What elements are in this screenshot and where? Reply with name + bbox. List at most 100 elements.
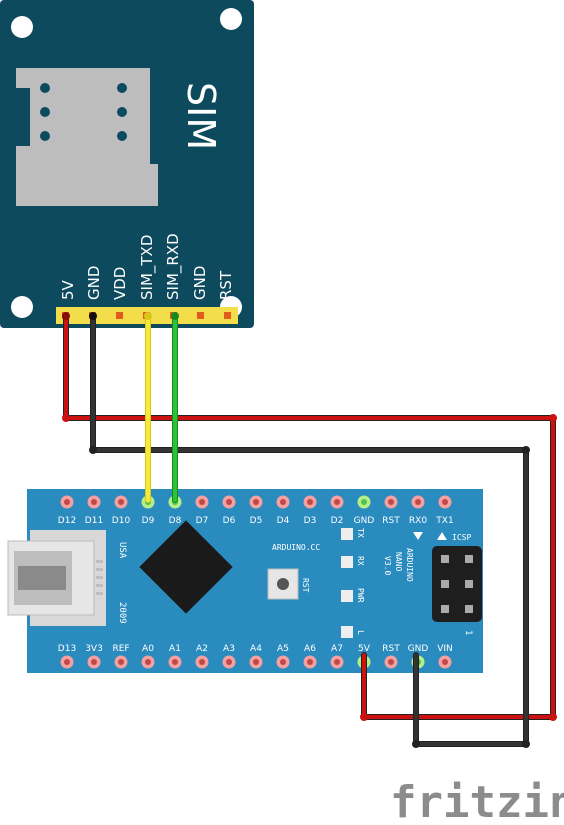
icsp-pin[interactable] bbox=[465, 555, 473, 563]
bottom-pin-label: D13 bbox=[58, 644, 76, 654]
top-pin-label: D9 bbox=[142, 516, 155, 526]
wire-end bbox=[89, 312, 97, 320]
top-pin-label: D5 bbox=[250, 516, 263, 526]
top-pin-label: RST bbox=[382, 516, 400, 526]
top-pin-hole bbox=[91, 499, 97, 505]
top-pin-label: D2 bbox=[331, 516, 344, 526]
sim-pin-label: SIM_TXD bbox=[138, 235, 157, 300]
led-pwr bbox=[341, 590, 353, 602]
top-pin-label: D11 bbox=[85, 516, 103, 526]
mount-hole bbox=[220, 8, 242, 30]
sim-contact bbox=[40, 83, 50, 93]
top-pin-hole bbox=[226, 499, 232, 505]
wire-joint bbox=[522, 740, 530, 748]
rst-label: RST bbox=[301, 578, 310, 593]
mount-hole bbox=[11, 296, 33, 318]
bottom-pin-hole bbox=[307, 659, 313, 665]
led-rx bbox=[341, 556, 353, 568]
wire-end bbox=[62, 312, 70, 320]
top-pin-label: TX1 bbox=[435, 516, 453, 526]
sim-pin-label: SIM_RXD bbox=[164, 233, 183, 300]
bottom-pin-label: A4 bbox=[250, 644, 262, 654]
model-line: V3.0 bbox=[383, 556, 392, 575]
sim-card-holder bbox=[16, 68, 158, 206]
usb-pin bbox=[96, 592, 103, 595]
bottom-pin-hole bbox=[199, 659, 205, 665]
bottom-pin-label: GND bbox=[408, 644, 429, 654]
usb-port-tongue bbox=[18, 566, 66, 590]
led-l bbox=[341, 626, 353, 638]
wire-joint bbox=[89, 446, 97, 454]
sim-pin[interactable] bbox=[116, 312, 123, 319]
sim-contact bbox=[117, 83, 127, 93]
bottom-pin-label: 3V3 bbox=[85, 644, 103, 654]
top-pin-label: D10 bbox=[112, 516, 131, 526]
usb-pin bbox=[96, 560, 103, 563]
sim-pin-label: GND bbox=[191, 266, 209, 300]
bottom-pin-label: A2 bbox=[196, 644, 208, 654]
bottom-pin-hole bbox=[388, 659, 394, 665]
top-pin-hole bbox=[64, 499, 70, 505]
icsp-label: ICSP bbox=[452, 533, 471, 542]
icsp-pin[interactable] bbox=[441, 580, 449, 588]
icsp-pin[interactable] bbox=[465, 605, 473, 613]
led-label: TX bbox=[356, 528, 365, 538]
wire-joint bbox=[62, 414, 70, 422]
wire-end bbox=[144, 312, 152, 320]
top-pin-label: D7 bbox=[196, 516, 209, 526]
sim-pin[interactable] bbox=[224, 312, 231, 319]
bottom-pin-hole bbox=[91, 659, 97, 665]
reset-button-cap[interactable] bbox=[277, 578, 289, 590]
top-pin-hole bbox=[442, 499, 448, 505]
icsp-pin[interactable] bbox=[465, 580, 473, 588]
bottom-pin-label: 5V bbox=[358, 644, 371, 654]
icsp-pin[interactable] bbox=[441, 555, 449, 563]
top-pin-label: D8 bbox=[169, 516, 182, 526]
sim-contact bbox=[40, 131, 50, 141]
fritzing-logo: fritzing bbox=[390, 777, 564, 825]
wire-joint bbox=[549, 713, 557, 721]
wire-end bbox=[171, 312, 179, 320]
usa-label: USA bbox=[117, 542, 127, 559]
led-label: L bbox=[356, 630, 365, 635]
bottom-pin-hole bbox=[226, 659, 232, 665]
bottom-pin-hole bbox=[253, 659, 259, 665]
bottom-pin-hole bbox=[64, 659, 70, 665]
mcu-chip bbox=[139, 520, 233, 614]
bottom-pin-label: A1 bbox=[169, 644, 181, 654]
wire-5v[interactable] bbox=[64, 314, 555, 719]
usb-pin bbox=[96, 584, 103, 587]
bottom-pin-hole bbox=[145, 659, 151, 665]
bottom-pin-label: A0 bbox=[142, 644, 154, 654]
bottom-pin-hole bbox=[118, 659, 124, 665]
model-line: ARDUINO bbox=[405, 548, 414, 582]
bottom-pin-label: A3 bbox=[223, 644, 235, 654]
icsp-pin1-label: 1 bbox=[463, 630, 473, 635]
top-pin-hole bbox=[199, 499, 205, 505]
model-line: NANO bbox=[394, 552, 403, 571]
year-label: 2009 bbox=[117, 602, 127, 624]
sim-pin-label: 5V bbox=[59, 279, 77, 300]
bottom-pin-hole bbox=[442, 659, 448, 665]
wire-joint bbox=[412, 740, 420, 748]
sim-module: SIM 5V GND VDD SIM_TXD SIM_RXD GND RST bbox=[0, 0, 254, 328]
top-pin-hole bbox=[388, 499, 394, 505]
bottom-pin-label: REF bbox=[112, 644, 129, 654]
bottom-pin-label: VIN bbox=[437, 644, 453, 654]
triangle-marker bbox=[413, 532, 423, 540]
arduino-name: ARDUINO.CC bbox=[272, 543, 320, 552]
icsp-pin[interactable] bbox=[441, 605, 449, 613]
usb-pin bbox=[96, 576, 103, 579]
bottom-pin-hole bbox=[280, 659, 286, 665]
bottom-pin-hole bbox=[334, 659, 340, 665]
top-pin-label: D3 bbox=[304, 516, 317, 526]
sim-pin[interactable] bbox=[197, 312, 204, 319]
top-pin-hole bbox=[118, 499, 124, 505]
sim-contact bbox=[117, 107, 127, 117]
top-pin-label: D6 bbox=[223, 516, 236, 526]
led-label: RX bbox=[356, 556, 365, 566]
wire-joint bbox=[549, 414, 557, 422]
wire-gnd[interactable] bbox=[91, 314, 528, 746]
led-tx bbox=[341, 528, 353, 540]
led-label: PWR bbox=[356, 588, 365, 603]
